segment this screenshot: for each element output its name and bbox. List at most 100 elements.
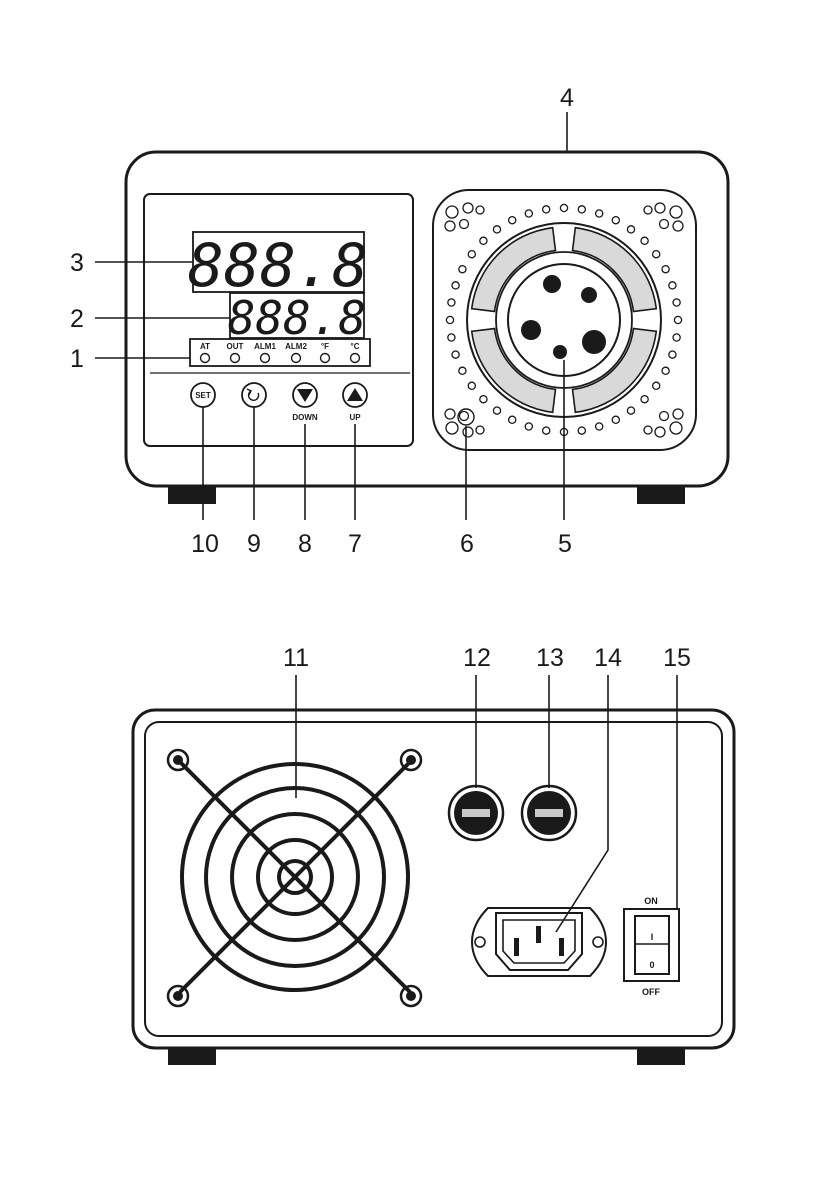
vent-hole bbox=[578, 427, 585, 434]
indicator-label-4: °F bbox=[321, 342, 329, 351]
vent-hole bbox=[560, 204, 567, 211]
vent-hole bbox=[445, 221, 455, 231]
vent-hole bbox=[460, 220, 469, 229]
triangle-down-icon bbox=[297, 389, 313, 402]
callout-15: 15 bbox=[663, 644, 691, 672]
vent-hole bbox=[655, 203, 665, 213]
fan-grille bbox=[168, 750, 421, 1006]
switch-on-mark: I bbox=[651, 932, 654, 942]
socket-sleeve bbox=[472, 329, 556, 413]
vent-hole bbox=[673, 221, 683, 231]
vent-hole bbox=[644, 426, 652, 434]
vent-hole bbox=[627, 226, 634, 233]
vent-hole bbox=[445, 409, 455, 419]
vent-hole bbox=[452, 282, 459, 289]
down-button[interactable]: DOWN bbox=[292, 383, 318, 422]
down-button-label: DOWN bbox=[292, 413, 318, 422]
power-inlet[interactable] bbox=[472, 908, 606, 976]
vent-hole bbox=[509, 416, 516, 423]
front-foot-left bbox=[168, 487, 216, 504]
callout-12: 12 bbox=[463, 644, 491, 672]
switch-on-label: ON bbox=[644, 896, 658, 906]
vent-hole bbox=[448, 334, 455, 341]
vent-hole bbox=[480, 237, 487, 244]
callout-14: 14 bbox=[594, 644, 622, 672]
vent-hole bbox=[612, 217, 619, 224]
callout-7: 7 bbox=[348, 530, 362, 558]
indicator-label-3: ALM2 bbox=[285, 342, 307, 351]
vent-hole bbox=[446, 422, 458, 434]
callout-8: 8 bbox=[298, 530, 312, 558]
vent-hole bbox=[612, 416, 619, 423]
indicator-led bbox=[351, 354, 360, 363]
vent-hole bbox=[448, 299, 455, 306]
socket-face bbox=[508, 264, 620, 376]
vent-hole bbox=[493, 226, 500, 233]
callout-13: 13 bbox=[536, 644, 564, 672]
vent-hole bbox=[644, 206, 652, 214]
vent-hole bbox=[446, 316, 453, 323]
vent-hole bbox=[452, 351, 459, 358]
fuse-holder-1[interactable] bbox=[449, 786, 503, 840]
vent-hole bbox=[653, 251, 660, 258]
power-switch[interactable]: I 0 bbox=[624, 909, 679, 981]
vent-hole bbox=[660, 220, 669, 229]
rear-foot-right bbox=[637, 1049, 685, 1065]
fuse-holder-2[interactable] bbox=[522, 786, 576, 840]
up-button-label: UP bbox=[349, 413, 361, 422]
vent-hole bbox=[460, 412, 469, 421]
indicator-label-1: OUT bbox=[227, 342, 244, 351]
vent-hole bbox=[578, 206, 585, 213]
indicator-led bbox=[261, 354, 270, 363]
vent-hole bbox=[463, 427, 473, 437]
callout-6: 6 bbox=[460, 530, 474, 558]
vent-hole bbox=[459, 266, 466, 273]
vent-hole bbox=[673, 409, 683, 419]
vent-hole bbox=[641, 396, 648, 403]
callout-1: 1 bbox=[70, 345, 84, 373]
vent-hole bbox=[653, 382, 660, 389]
vent-hole bbox=[662, 266, 669, 273]
vent-hole bbox=[509, 217, 516, 224]
up-button[interactable]: UP bbox=[343, 383, 367, 422]
lower-display-digits: 888.8 bbox=[228, 291, 366, 345]
vent-hole bbox=[525, 210, 532, 217]
callout-11: 11 bbox=[283, 644, 309, 672]
set-button[interactable]: SET bbox=[191, 383, 215, 407]
rear-view: I 0 ON OFF bbox=[133, 675, 734, 1065]
vent-hole bbox=[468, 382, 475, 389]
vent-hole bbox=[673, 334, 680, 341]
vent-hole bbox=[446, 206, 458, 218]
socket-pins bbox=[521, 275, 606, 359]
callout-5: 5 bbox=[558, 530, 572, 558]
vent-hole bbox=[655, 427, 665, 437]
vent-hole bbox=[669, 282, 676, 289]
vent-hole bbox=[673, 299, 680, 306]
indicator-label-2: ALM1 bbox=[254, 342, 276, 351]
vent-hole bbox=[669, 351, 676, 358]
vent-hole bbox=[543, 427, 550, 434]
vent-hole bbox=[641, 237, 648, 244]
vent-hole bbox=[468, 251, 475, 258]
vent-hole bbox=[674, 316, 681, 323]
callout-2: 2 bbox=[70, 305, 84, 333]
vent-hole bbox=[596, 423, 603, 430]
rear-foot-left bbox=[168, 1049, 216, 1065]
switch-off-mark: 0 bbox=[649, 960, 654, 970]
rear-housing-outer bbox=[133, 710, 734, 1048]
callout-9: 9 bbox=[247, 530, 261, 558]
vent-hole bbox=[480, 396, 487, 403]
indicator-led bbox=[201, 354, 210, 363]
socket-sleeve bbox=[472, 228, 556, 312]
indicator-led bbox=[321, 354, 330, 363]
set-button-label: SET bbox=[195, 391, 211, 400]
vent-hole bbox=[463, 203, 473, 213]
mode-button[interactable] bbox=[242, 383, 266, 407]
vent-hole bbox=[525, 423, 532, 430]
callout-4: 4 bbox=[560, 84, 574, 112]
indicator-led bbox=[231, 354, 240, 363]
vent-hole bbox=[670, 422, 682, 434]
